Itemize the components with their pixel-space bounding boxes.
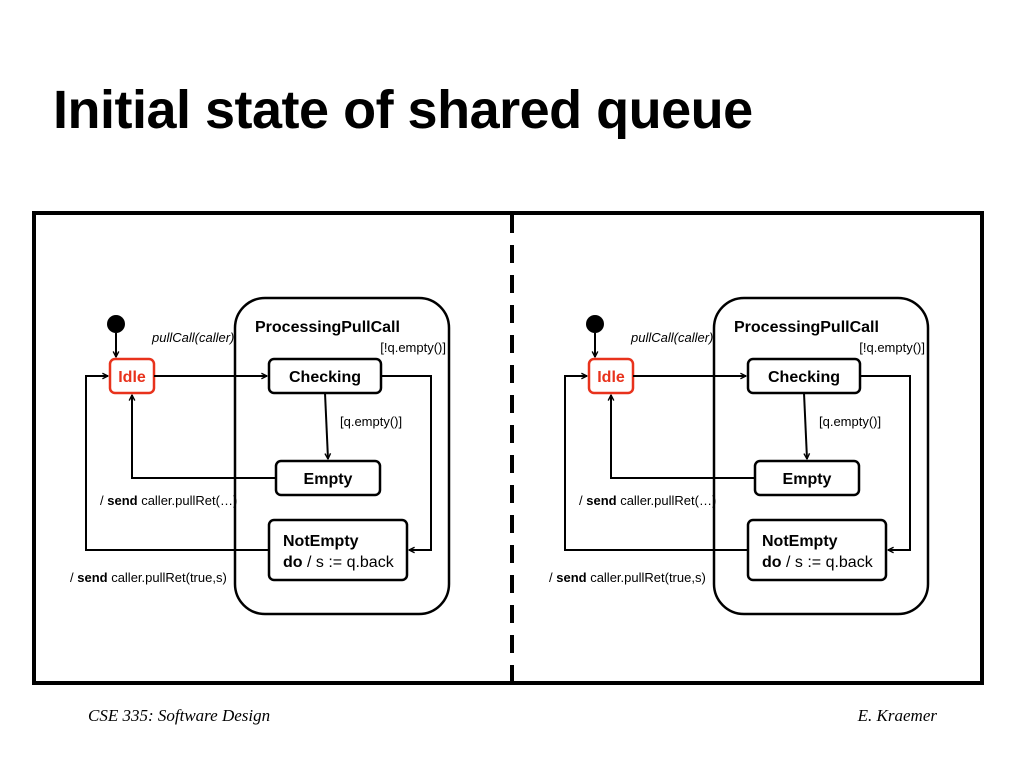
- transition-checking-to-empty: [803, 392, 807, 459]
- composite-state-processingpullcall: [233, 296, 451, 616]
- action-notempty-return-label: / send caller.pullRet(true,s): [70, 570, 227, 585]
- trigger-pullcall-label: pullCall(caller): [151, 330, 234, 345]
- state-notempty-label: NotEmpty: [762, 533, 838, 550]
- action-notempty-return-label: / send caller.pullRet(true,s): [549, 570, 706, 585]
- footer-course: CSE 335: Software Design: [88, 706, 271, 725]
- composite-state-processingpullcall: [712, 296, 930, 616]
- action-text: caller.pullRet(…): [617, 493, 717, 508]
- state-notempty: [267, 518, 409, 582]
- slide-title: Initial state of shared queue: [53, 80, 753, 140]
- state-idle-label: Idle: [118, 369, 146, 386]
- action-text: caller.pullRet(true,s): [587, 570, 706, 585]
- state-notempty-do: do / s := q.back: [762, 554, 874, 571]
- action-prefix: /: [549, 570, 556, 585]
- send-keyword: send: [77, 570, 107, 585]
- do-keyword: do: [762, 554, 782, 571]
- guard-empty-label: [q.empty()]: [819, 414, 881, 429]
- do-action: / s := q.back: [782, 554, 874, 571]
- action-prefix: /: [100, 493, 107, 508]
- action-text: caller.pullRet(true,s): [108, 570, 227, 585]
- trigger-pullcall-label: pullCall(caller): [630, 330, 713, 345]
- initial-pseudostate: [586, 315, 604, 333]
- transition-empty-to-idle: [611, 395, 755, 479]
- action-prefix: /: [70, 570, 77, 585]
- action-text: caller.pullRet(…): [138, 493, 238, 508]
- guard-not-empty-label: [!q.empty()]: [380, 340, 446, 355]
- state-notempty-label: NotEmpty: [283, 533, 359, 550]
- guard-not-empty-label: [!q.empty()]: [859, 340, 925, 355]
- state-notempty-do: do / s := q.back: [283, 554, 395, 571]
- footer-author: E. Kraemer: [857, 706, 937, 725]
- state-notempty: [746, 518, 888, 582]
- panel-right: ProcessingPullCall Idle Checking Empty N…: [549, 296, 930, 616]
- diagram-frame: [32, 211, 984, 685]
- action-empty-return-label: / send caller.pullRet(…): [100, 493, 237, 508]
- composite-state-label: ProcessingPullCall: [734, 319, 879, 336]
- panel-left: ProcessingPullCall Idle Checking Empty N…: [70, 296, 451, 616]
- do-action: / s := q.back: [303, 554, 395, 571]
- action-empty-return-label: / send caller.pullRet(…): [579, 493, 716, 508]
- transition-checking-to-notempty: [860, 375, 911, 550]
- transition-checking-to-notempty: [381, 375, 432, 550]
- state-idle-label: Idle: [597, 369, 625, 386]
- transition-notempty-to-idle: [564, 376, 748, 551]
- transition-empty-to-idle: [132, 395, 276, 479]
- do-keyword: do: [283, 554, 303, 571]
- composite-state-label: ProcessingPullCall: [255, 319, 400, 336]
- action-prefix: /: [579, 493, 586, 508]
- state-empty-label: Empty: [304, 471, 353, 488]
- state-checking-label: Checking: [289, 369, 361, 386]
- state-checking-label: Checking: [768, 369, 840, 386]
- transition-checking-to-empty: [324, 392, 328, 459]
- transition-notempty-to-idle: [85, 376, 269, 551]
- guard-empty-label: [q.empty()]: [340, 414, 402, 429]
- send-keyword: send: [586, 493, 616, 508]
- send-keyword: send: [107, 493, 137, 508]
- send-keyword: send: [556, 570, 586, 585]
- state-empty-label: Empty: [783, 471, 832, 488]
- initial-pseudostate: [107, 315, 125, 333]
